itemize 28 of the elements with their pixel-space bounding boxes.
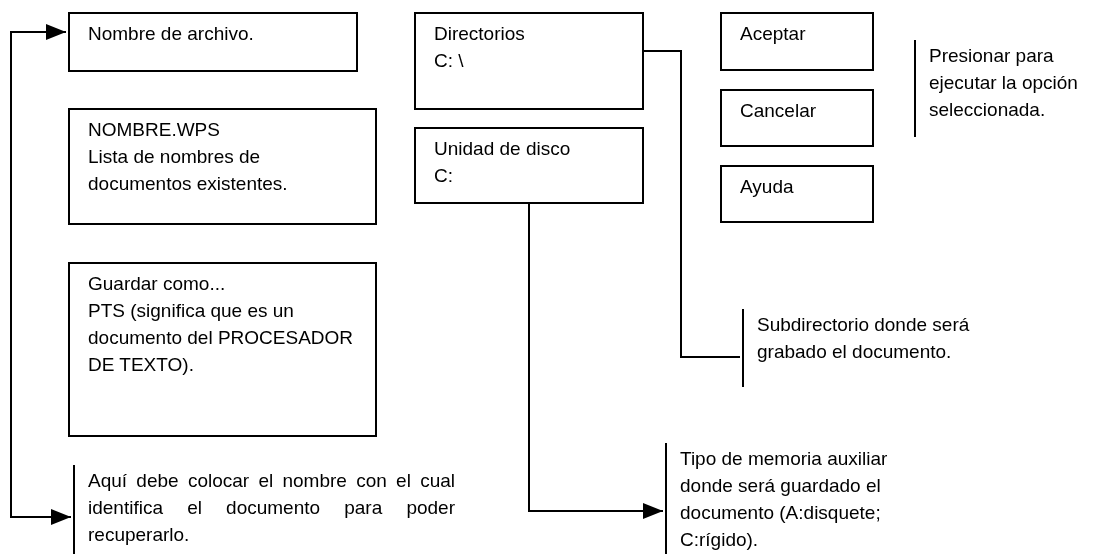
annotation-bar — [73, 465, 455, 554]
text-box — [720, 12, 874, 71]
box-description: PTS (significa que es un documento del PROCESADOR DE TEXTO). — [88, 299, 355, 377]
box-label: Cancelar — [740, 99, 818, 123]
box-description: C: — [434, 164, 454, 188]
box-label: Ayuda — [740, 175, 795, 199]
box-description: C: \ — [434, 49, 465, 73]
box-label: Nombre de archivo. — [88, 22, 255, 46]
box-heading: NOMBRE.WPS — [88, 118, 221, 142]
text-box — [68, 262, 377, 437]
annotation-text: Tipo de memoria auxiliar donde será guardado el documento (A:disquete; C:rígido). — [680, 447, 889, 552]
text-box — [414, 12, 644, 110]
box-label: Aceptar — [740, 22, 807, 46]
annotation-text: Presionar para ejecutar la opción seleccionada. — [929, 44, 1079, 122]
box-heading: Guardar como... — [88, 272, 227, 296]
box-description: Lista de nombres de documentos existentes. — [88, 145, 289, 196]
text-box — [68, 108, 377, 225]
arrow — [528, 203, 664, 519]
annotation-text: Aquí debe colocar el nombre con el cual identifica el documento para poder recuperarlo. — [88, 469, 455, 547]
connector-line — [643, 50, 741, 358]
text-box — [720, 89, 874, 147]
box-heading: Unidad de disco — [434, 137, 572, 161]
arrow — [10, 24, 72, 525]
box-heading: Directorios — [434, 22, 526, 46]
text-box — [68, 12, 358, 72]
text-box — [414, 127, 644, 204]
text-box — [720, 165, 874, 223]
annotation-text: Subdirectorio donde será grabado el documento. — [757, 313, 971, 364]
